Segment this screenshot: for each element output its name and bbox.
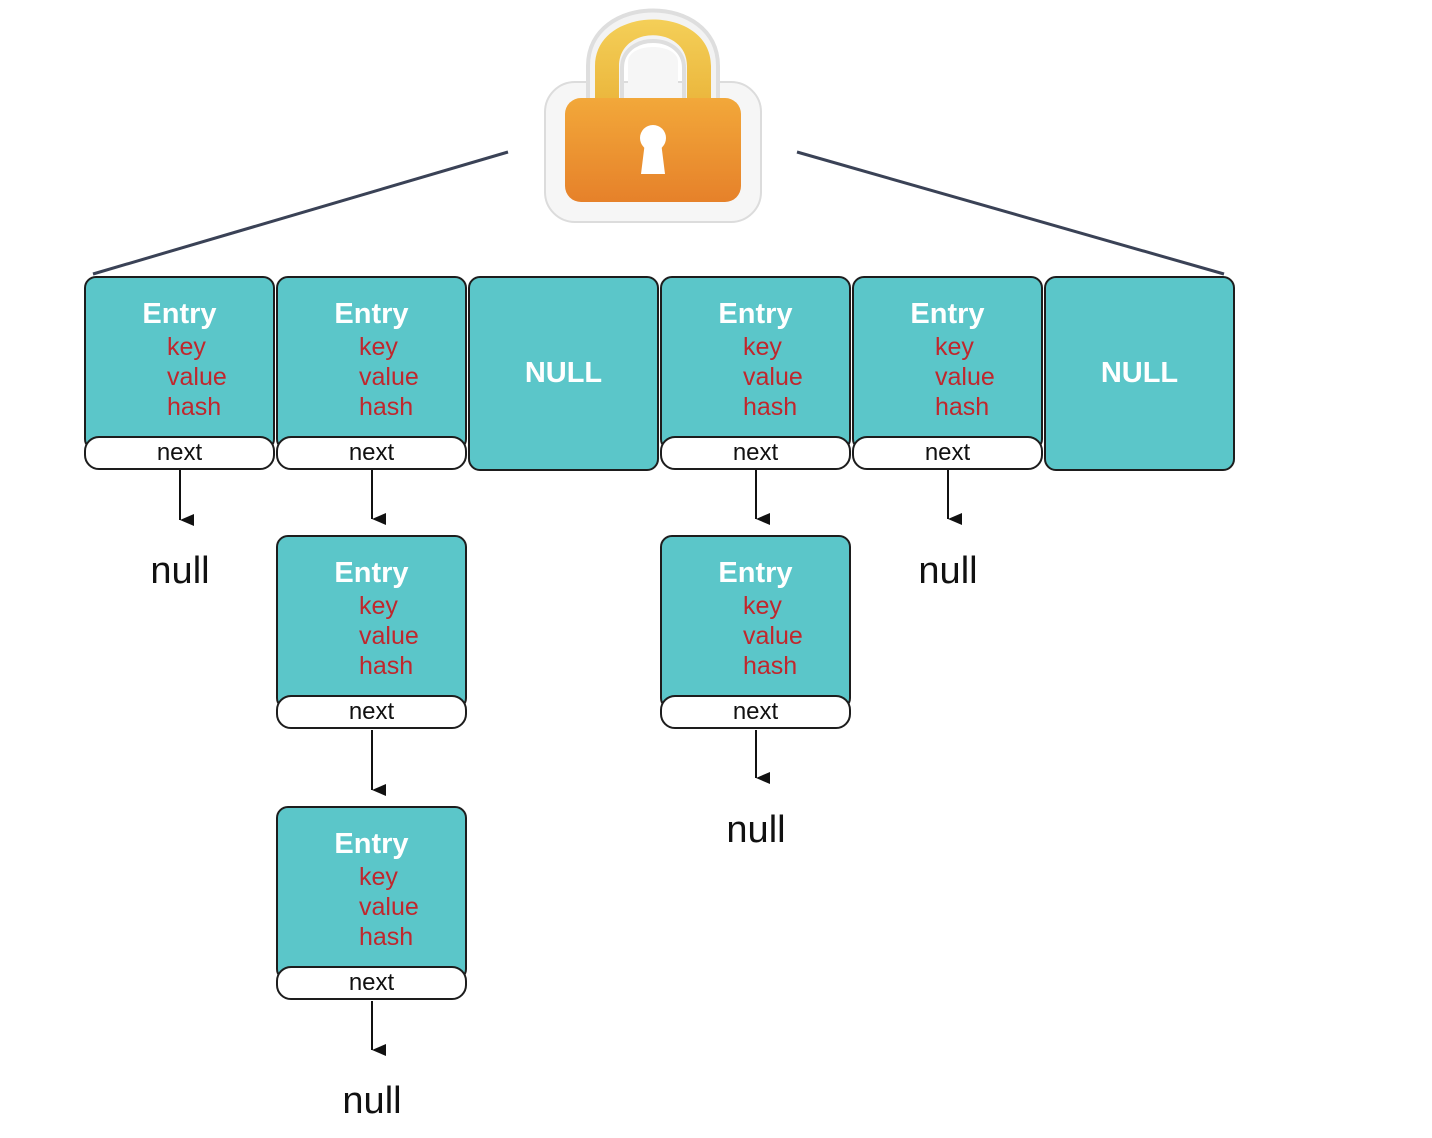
entry-hash: hash [359, 393, 414, 421]
entry-title: Entry [334, 557, 409, 589]
lock-line-right [796, 150, 1225, 276]
null-terminal: null [150, 550, 210, 592]
entry-key: key [359, 592, 398, 620]
entry-body [84, 276, 275, 451]
entry-node: Entry key value hash next [276, 806, 467, 1000]
entry-next: next [84, 436, 275, 470]
entry-node: Entry key value hash next [660, 276, 851, 470]
lock-line-left [92, 150, 509, 276]
entry-hash: hash [935, 393, 990, 421]
entry-key: key [359, 863, 398, 891]
entry-next: next [276, 695, 467, 729]
entry-hash: hash [167, 393, 222, 421]
entry-hash: hash [743, 652, 798, 680]
padlock-icon [544, 8, 762, 223]
entry-node: Entry key value hash next [852, 276, 1043, 470]
entry-key: key [359, 333, 398, 361]
entry-title: Entry [718, 557, 793, 589]
entry-node: Entry key value hash next [276, 535, 467, 729]
null-slot: NULL [468, 276, 659, 471]
entry-title: Entry [334, 828, 409, 860]
null-terminal: null [918, 550, 978, 592]
entry-title: Entry [910, 298, 985, 330]
entry-value: value [743, 363, 803, 391]
entry-title: Entry [718, 298, 793, 330]
entry-body [660, 535, 851, 710]
null-slot: NULL [1044, 276, 1235, 471]
entry-title: Entry [334, 298, 409, 330]
entry-key: key [743, 592, 782, 620]
entry-value: value [743, 622, 803, 650]
entry-body [276, 806, 467, 981]
entry-hash: hash [359, 652, 414, 680]
null-terminal: null [726, 809, 786, 851]
entry-value: value [359, 893, 419, 921]
entry-node: Entry key value hash next [660, 535, 851, 729]
null-terminal: null [342, 1080, 402, 1122]
entry-key: key [743, 333, 782, 361]
entry-value: value [167, 363, 227, 391]
entry-next: next [276, 966, 467, 1000]
entry-key: key [935, 333, 974, 361]
entry-value: value [359, 622, 419, 650]
entry-node: Entry key value hash next [84, 276, 275, 470]
entry-body [276, 276, 467, 451]
entry-next: next [660, 695, 851, 729]
entry-next: next [852, 436, 1043, 470]
entry-title: Entry [142, 298, 217, 330]
entry-body [852, 276, 1043, 451]
entry-hash: hash [743, 393, 798, 421]
entry-next: next [660, 436, 851, 470]
entry-value: value [935, 363, 995, 391]
entry-key: key [167, 333, 206, 361]
entry-value: value [359, 363, 419, 391]
entry-next: next [276, 436, 467, 470]
entry-node: Entry key value hash next [276, 276, 467, 470]
entry-body [660, 276, 851, 451]
entry-hash: hash [359, 923, 414, 951]
